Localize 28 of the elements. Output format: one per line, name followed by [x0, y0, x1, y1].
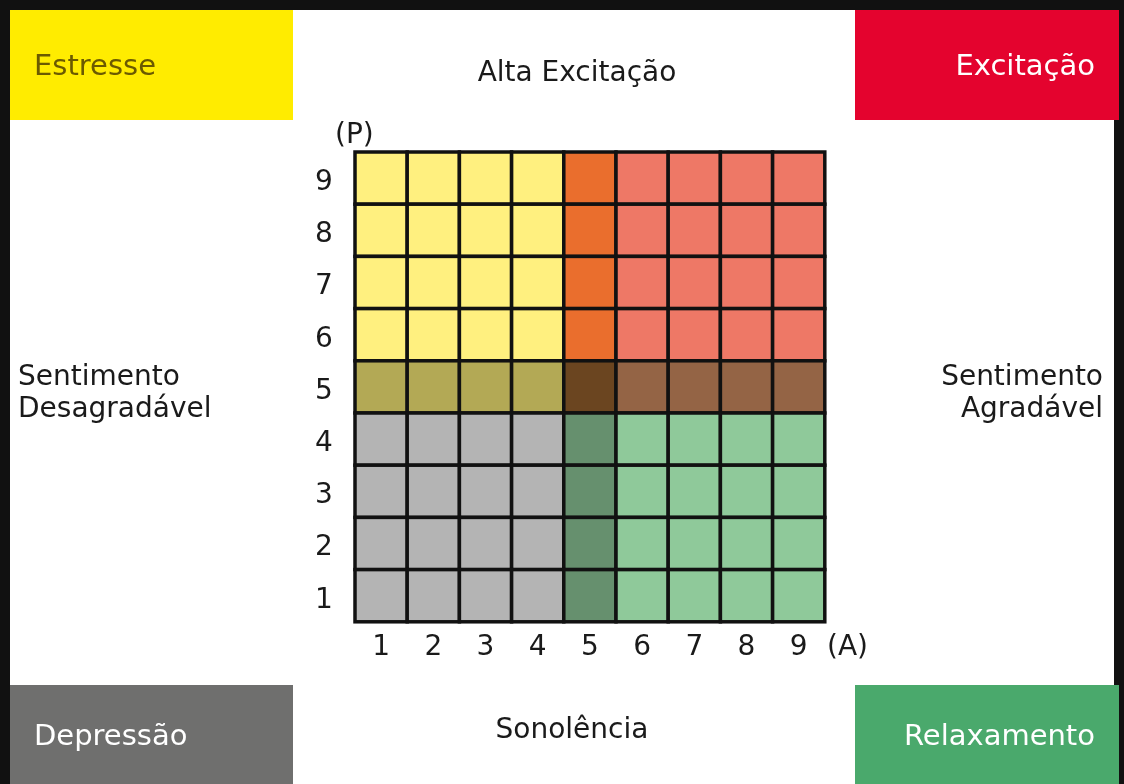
tick-label: 1: [315, 582, 333, 615]
axis-title: Sentimento Agradável: [940, 359, 1103, 425]
tick-label: 8: [315, 217, 333, 250]
tick-label: 4: [315, 426, 333, 459]
axis-title: Sonolência: [495, 713, 649, 746]
tick-label: 5: [315, 373, 333, 406]
tick-label: 3: [476, 630, 495, 663]
tick-label: 6: [633, 630, 651, 663]
tick-label: 2: [315, 530, 333, 563]
tick-label: 9: [789, 630, 808, 663]
tick-label: 2: [424, 630, 443, 663]
tick-label: 9: [315, 165, 333, 198]
tick-label: 8: [737, 630, 756, 663]
axis-title: Alta Excitação: [477, 56, 677, 89]
tick-label: 5: [581, 630, 599, 663]
tick-label: 1: [372, 630, 390, 663]
quadrant-label-box: Relaxamento: [855, 685, 1119, 784]
tick-label: 4: [528, 630, 547, 663]
axis-unit: (P): [335, 118, 374, 151]
axis-unit: (A): [827, 630, 868, 663]
tick-label: 6: [315, 321, 333, 354]
quadrant-label-box: Depressão: [10, 685, 293, 784]
tick-label: 3: [315, 478, 333, 511]
tick-label: 7: [685, 630, 704, 663]
tick-label: 7: [315, 269, 333, 302]
quadrant-label-box: Excitação: [855, 10, 1119, 120]
axis-title: Sentimento Desagradável: [18, 359, 213, 425]
quadrant-label-box: Estresse: [10, 10, 293, 120]
